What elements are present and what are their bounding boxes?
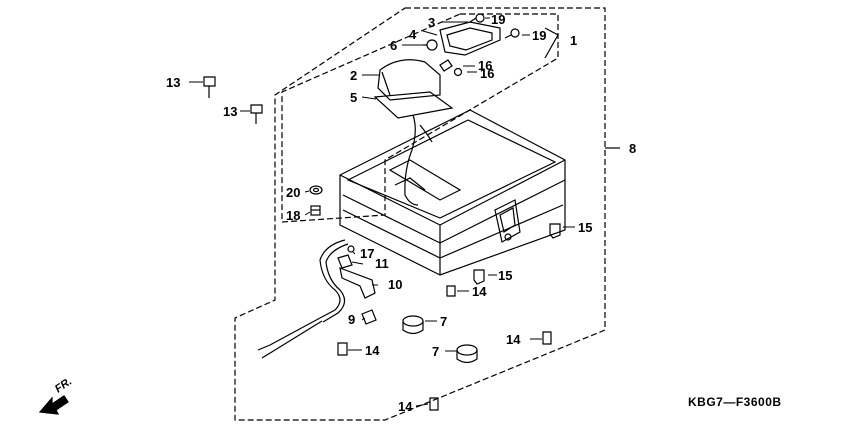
terminal-16b xyxy=(453,67,463,77)
lamp-wire xyxy=(404,114,419,206)
cap-14b xyxy=(337,342,348,356)
label-2: 2 xyxy=(350,68,357,83)
terminal-16a xyxy=(439,59,453,72)
leader-1 xyxy=(544,27,559,59)
cap-14d xyxy=(429,397,439,411)
rubber-foot-7b xyxy=(456,344,478,364)
label-19b: 19 xyxy=(532,28,546,43)
clip-9 xyxy=(361,309,377,325)
screw-19a xyxy=(469,13,485,23)
nut-15a xyxy=(549,223,561,239)
screw-17 xyxy=(347,245,355,253)
wire-harness xyxy=(257,239,349,359)
assembly-boundary-lamp xyxy=(281,13,559,223)
lamp-wire-tail xyxy=(419,124,433,143)
bolt-18 xyxy=(310,205,321,216)
front-arrow-icon xyxy=(38,395,69,415)
washer-20 xyxy=(309,185,323,195)
label-11: 11 xyxy=(375,256,389,271)
lamp-gasket xyxy=(373,91,454,119)
tool-box xyxy=(339,109,566,276)
lamp-lens xyxy=(377,59,441,101)
label-14c: 14 xyxy=(506,332,521,347)
label-14d: 14 xyxy=(398,399,413,414)
label-16b: 16 xyxy=(480,66,494,81)
label-6: 6 xyxy=(390,38,397,53)
nut-15b xyxy=(473,269,485,285)
label-1: 1 xyxy=(570,33,577,48)
label-15b: 15 xyxy=(498,268,512,283)
cap-14c xyxy=(542,331,552,345)
label-17: 17 xyxy=(360,246,374,261)
label-13b: 13 xyxy=(223,104,237,119)
bracket-10 xyxy=(339,267,376,299)
cap-14a xyxy=(446,285,456,297)
clip-11 xyxy=(337,254,353,269)
bolt-13a xyxy=(203,76,216,98)
leader-lines xyxy=(189,17,575,407)
screw-19b xyxy=(504,28,520,39)
label-14a: 14 xyxy=(472,284,487,299)
bolt-13b xyxy=(250,104,263,124)
latch xyxy=(494,199,521,243)
label-13a: 13 xyxy=(166,75,180,90)
label-15a: 15 xyxy=(578,220,592,235)
label-7b: 7 xyxy=(432,344,439,359)
label-3: 3 xyxy=(428,15,435,30)
label-9: 9 xyxy=(348,312,355,327)
rubber-foot-7a xyxy=(402,315,424,335)
label-20: 20 xyxy=(286,185,300,200)
label-18: 18 xyxy=(286,208,300,223)
label-10: 10 xyxy=(388,277,402,292)
label-8: 8 xyxy=(629,141,636,156)
label-5: 5 xyxy=(350,90,357,105)
label-19a: 19 xyxy=(491,12,505,27)
label-14b: 14 xyxy=(365,343,380,358)
diagram-code: KBG7—F3600B xyxy=(688,395,782,409)
label-4: 4 xyxy=(409,27,417,42)
label-7a: 7 xyxy=(440,314,447,329)
front-label: FR. xyxy=(53,375,74,395)
assembly-boundary-outer xyxy=(234,7,606,421)
label-16a: 16 xyxy=(478,58,492,73)
